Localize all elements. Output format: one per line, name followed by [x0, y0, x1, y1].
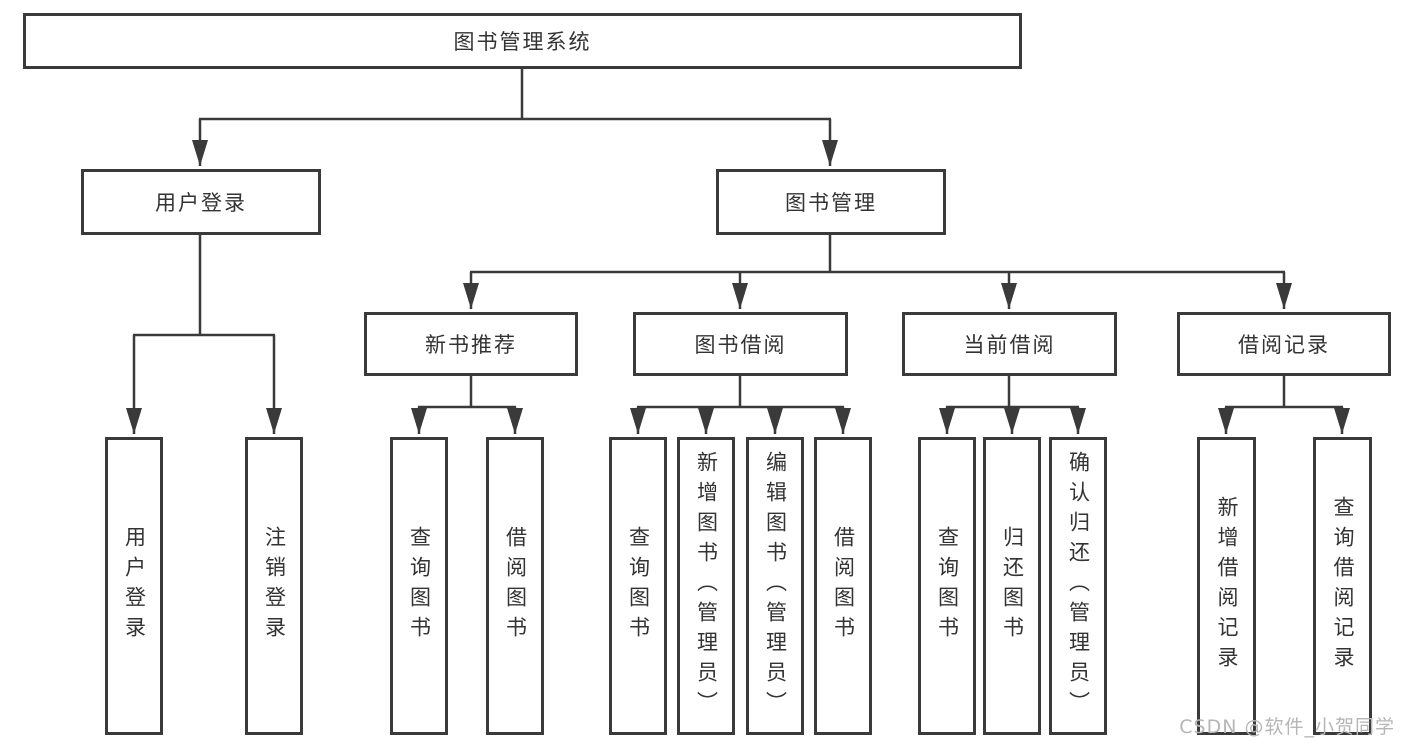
node-user-login: 用户登录 [81, 169, 321, 235]
leaf-newbook-borrow-books: 借阅图书 [486, 437, 544, 735]
leaf-confirm-return-admin-label: 确认归还（管理员） [1066, 451, 1091, 721]
leaf-add-books-admin-label: 新增图书（管理员） [694, 451, 719, 721]
leaf-user-login: 用户登录 [105, 437, 163, 735]
node-book-management-label: 图书管理 [785, 191, 877, 215]
leaf-borrow-books: 借阅图书 [814, 437, 872, 735]
leaf-logout: 注销登录 [245, 437, 303, 735]
node-borrowing-records: 借阅记录 [1177, 312, 1391, 376]
leaf-edit-books-admin: 编辑图书（管理员） [746, 437, 804, 735]
leaf-query-borrow-record-label: 查询借阅记录 [1331, 496, 1355, 676]
node-book-borrowing-label: 图书借阅 [694, 333, 787, 357]
leaf-confirm-return-admin: 确认归还（管理员） [1049, 437, 1107, 735]
node-current-borrowing-label: 当前借阅 [963, 333, 1056, 357]
leaf-current-query-books: 查询图书 [918, 437, 976, 735]
leaf-borrowing-query-books: 查询图书 [609, 437, 667, 735]
leaf-edit-books-admin-label: 编辑图书（管理员） [763, 451, 788, 721]
leaf-logout-label: 注销登录 [262, 526, 287, 646]
node-root: 图书管理系统 [23, 13, 1022, 69]
leaf-borrow-books-label: 借阅图书 [831, 526, 856, 646]
csdn-watermark: CSDN @软件_小贺同学 [1179, 716, 1395, 738]
leaf-add-borrow-record: 新增借阅记录 [1197, 437, 1256, 735]
leaf-newbook-query-books-label: 查询图书 [407, 526, 432, 646]
leaf-user-login-label: 用户登录 [122, 526, 147, 646]
node-book-management: 图书管理 [716, 169, 946, 235]
node-book-borrowing: 图书借阅 [633, 312, 848, 376]
leaf-return-books-label: 归还图书 [1000, 526, 1025, 646]
leaf-current-query-books-label: 查询图书 [935, 526, 960, 646]
leaf-add-books-admin: 新增图书（管理员） [677, 437, 735, 735]
node-borrowing-records-label: 借阅记录 [1238, 333, 1330, 357]
node-new-book-recommend-label: 新书推荐 [425, 333, 517, 357]
leaf-add-borrow-record-label: 新增借阅记录 [1215, 496, 1239, 676]
node-new-book-recommend: 新书推荐 [364, 312, 578, 376]
node-current-borrowing: 当前借阅 [902, 312, 1117, 376]
leaf-return-books: 归还图书 [983, 437, 1041, 735]
leaf-query-borrow-record: 查询借阅记录 [1313, 437, 1372, 735]
leaf-borrowing-query-books-label: 查询图书 [626, 526, 651, 646]
node-user-login-label: 用户登录 [155, 191, 247, 215]
leaf-newbook-borrow-books-label: 借阅图书 [503, 526, 528, 646]
node-root-label: 图书管理系统 [453, 30, 592, 54]
leaf-newbook-query-books: 查询图书 [390, 437, 448, 735]
